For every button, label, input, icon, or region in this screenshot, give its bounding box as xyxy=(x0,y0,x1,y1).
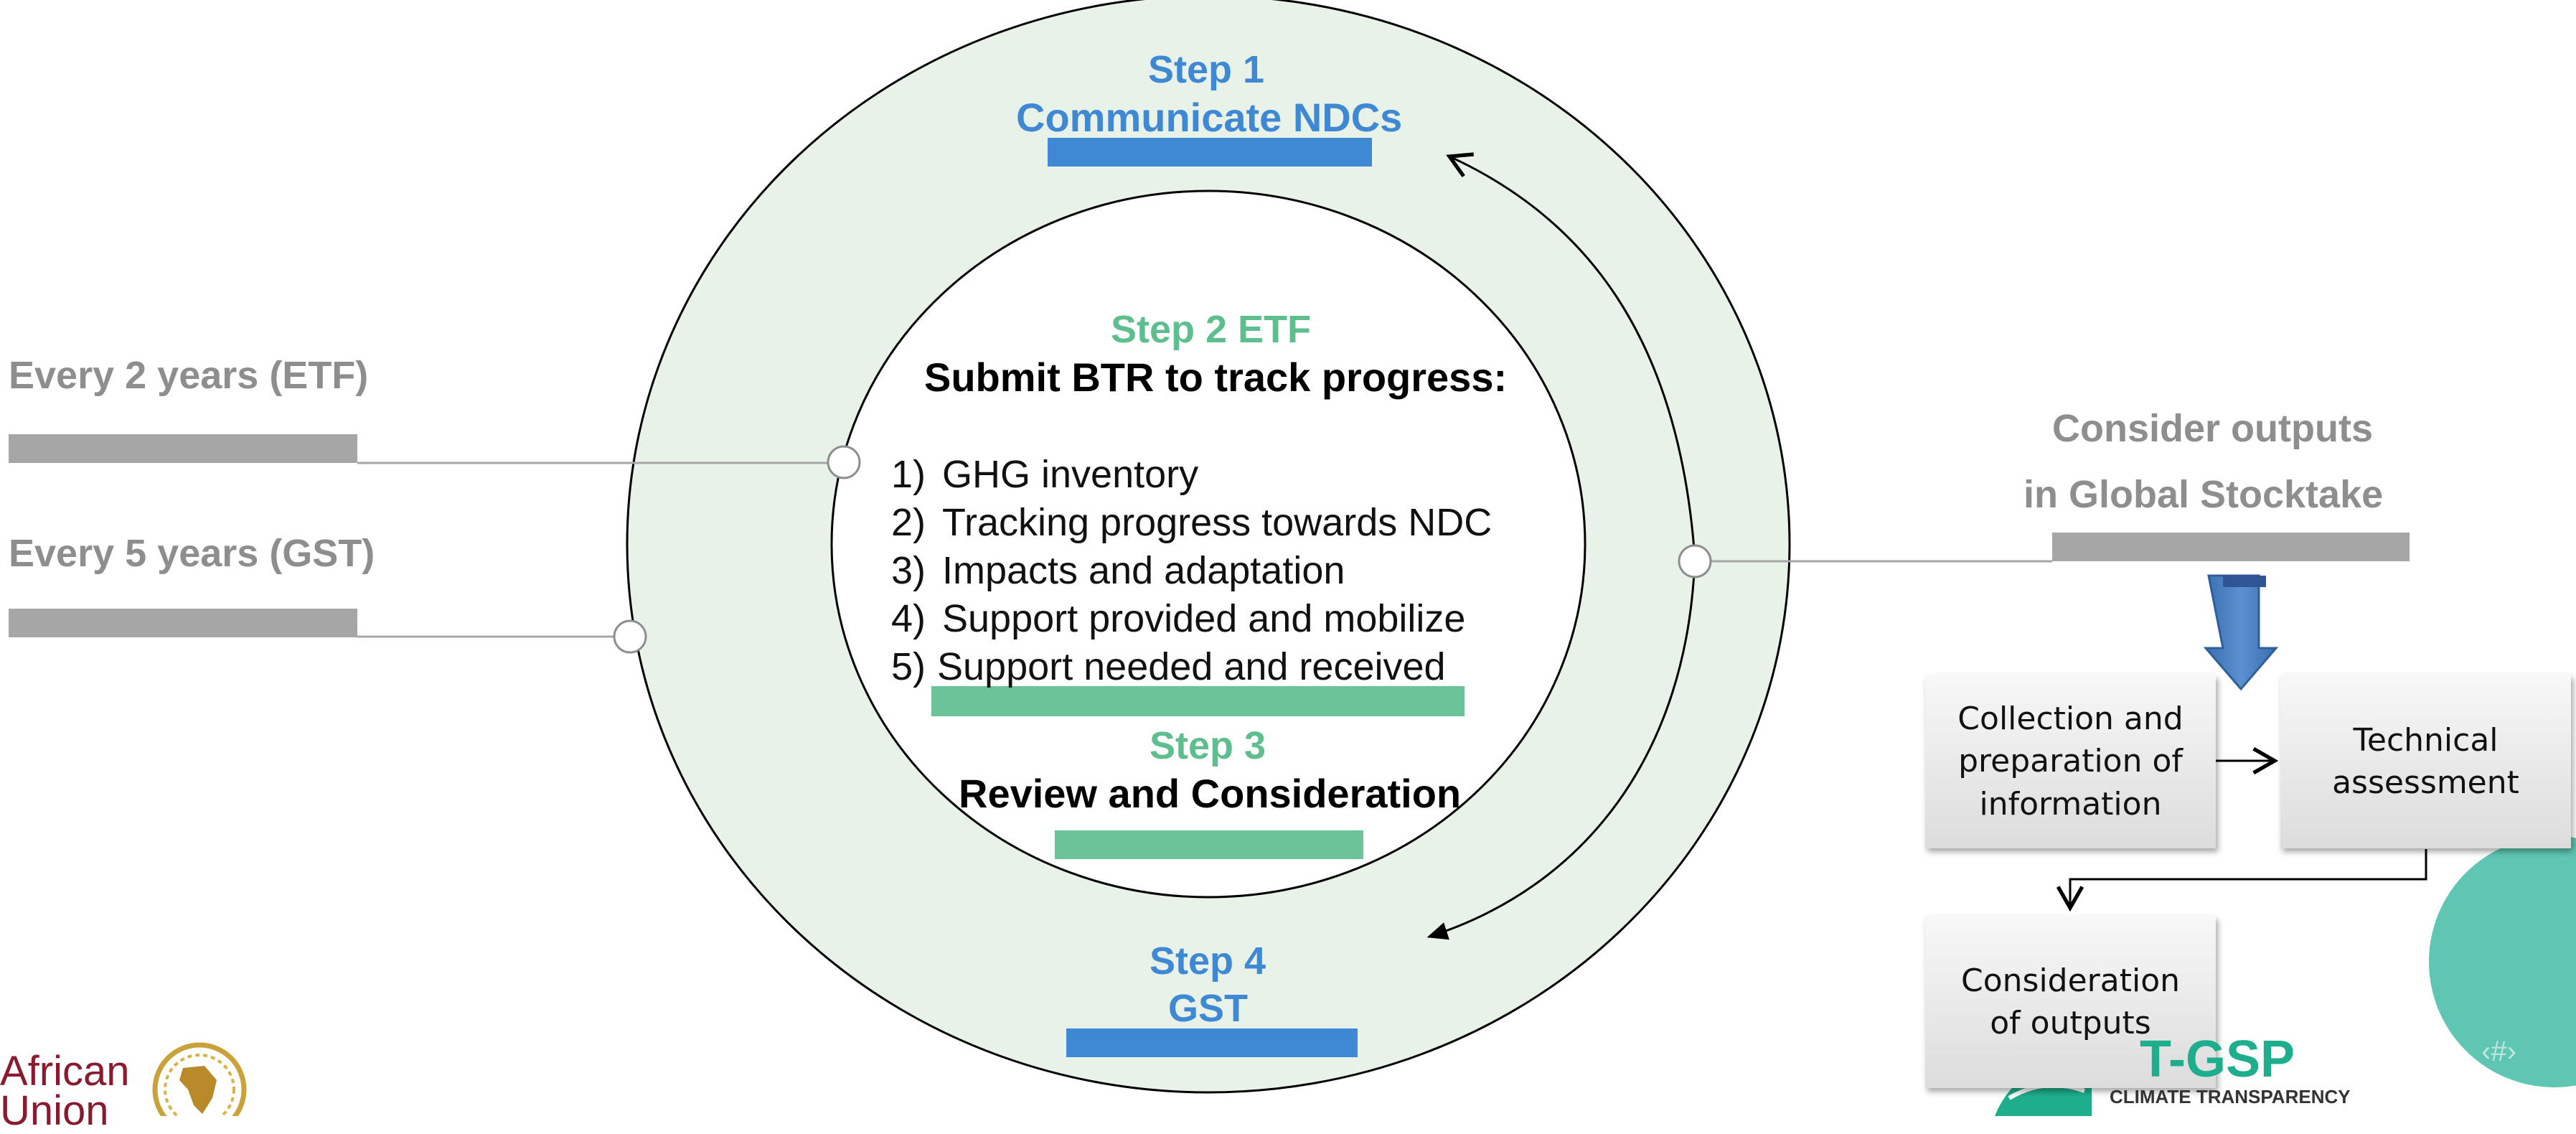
etf-node xyxy=(827,445,861,479)
technical-box-label: Technical assessment xyxy=(2332,721,2519,801)
stocktake-label-line1: Consider outputs xyxy=(2052,407,2373,450)
stocktake-label-line2: in Global Stocktake xyxy=(2023,473,2384,516)
icat-logo-tagline: CLIMATE TRANSPARENCY xyxy=(2110,1086,2351,1107)
teal-decoration-circle xyxy=(2429,836,2576,1087)
list-item-number: 4) xyxy=(891,597,926,640)
cycle-arrow-to-step4 xyxy=(1426,558,1696,940)
list-item-number: 5) xyxy=(891,645,926,688)
list-item-number: 3) xyxy=(891,549,926,592)
collection-box-label: Collection and preparation of informatio… xyxy=(1957,700,2184,823)
list-item-number: 2) xyxy=(891,501,926,544)
step1-subtitle: Communicate NDCs xyxy=(1016,95,1403,140)
list-item: Support provided and mobilize xyxy=(942,597,1466,640)
etf-bar xyxy=(9,434,357,463)
stocktake-bar xyxy=(2052,533,2410,561)
technical-to-consideration-arrow xyxy=(2056,849,2427,912)
down-arrow-cap xyxy=(2223,576,2266,587)
collection-box: Collection and preparation of informatio… xyxy=(1925,675,2216,848)
consideration-box: Consideration of outputs xyxy=(1925,916,2216,1088)
step2-bar xyxy=(931,686,1465,716)
list-item: GHG inventory xyxy=(942,453,1199,496)
consideration-box-label: Consideration of outputs xyxy=(1960,962,2180,1041)
technical-box: Technical assessment xyxy=(2280,675,2571,848)
gst-node xyxy=(613,619,647,654)
gst-frequency-label: Every 5 years (GST) xyxy=(9,532,375,575)
step2-subtitle: Submit BTR to track progress: xyxy=(924,355,1508,400)
step4-title: Step 4 xyxy=(1150,939,1266,983)
cycle-arrow-to-step1 xyxy=(1446,152,1696,559)
step4-bar xyxy=(1066,1028,1358,1057)
african-union-logo-text: African Union xyxy=(0,1048,130,1134)
step3-subtitle: Review and Consideration xyxy=(959,771,1462,816)
stocktake-node xyxy=(1678,544,1712,578)
step4-subtitle: GST xyxy=(1168,987,1249,1030)
gst-bar xyxy=(9,609,357,637)
icat-logo-text: T-GSP xyxy=(2140,1031,2295,1088)
step1-title: Step 1 xyxy=(1148,48,1265,91)
african-union-emblem-icon xyxy=(152,1042,247,1116)
list-item-number: 1) xyxy=(891,453,926,496)
list-item: Tracking progress towards NDC xyxy=(942,501,1493,544)
inner-circle xyxy=(830,189,1587,899)
down-arrow-icon xyxy=(2203,574,2279,691)
list-item: Support needed and received xyxy=(937,645,1446,688)
step3-title: Step 3 xyxy=(1150,724,1266,767)
step1-bar xyxy=(1048,138,1372,167)
slide-number: ‹#› xyxy=(2481,1036,2516,1067)
etf-frequency-label: Every 2 years (ETF) xyxy=(9,354,369,397)
list-item: Impacts and adaptation xyxy=(942,549,1345,592)
step3-bar xyxy=(1055,830,1363,859)
step2-title: Step 2 ETF xyxy=(1111,308,1312,351)
